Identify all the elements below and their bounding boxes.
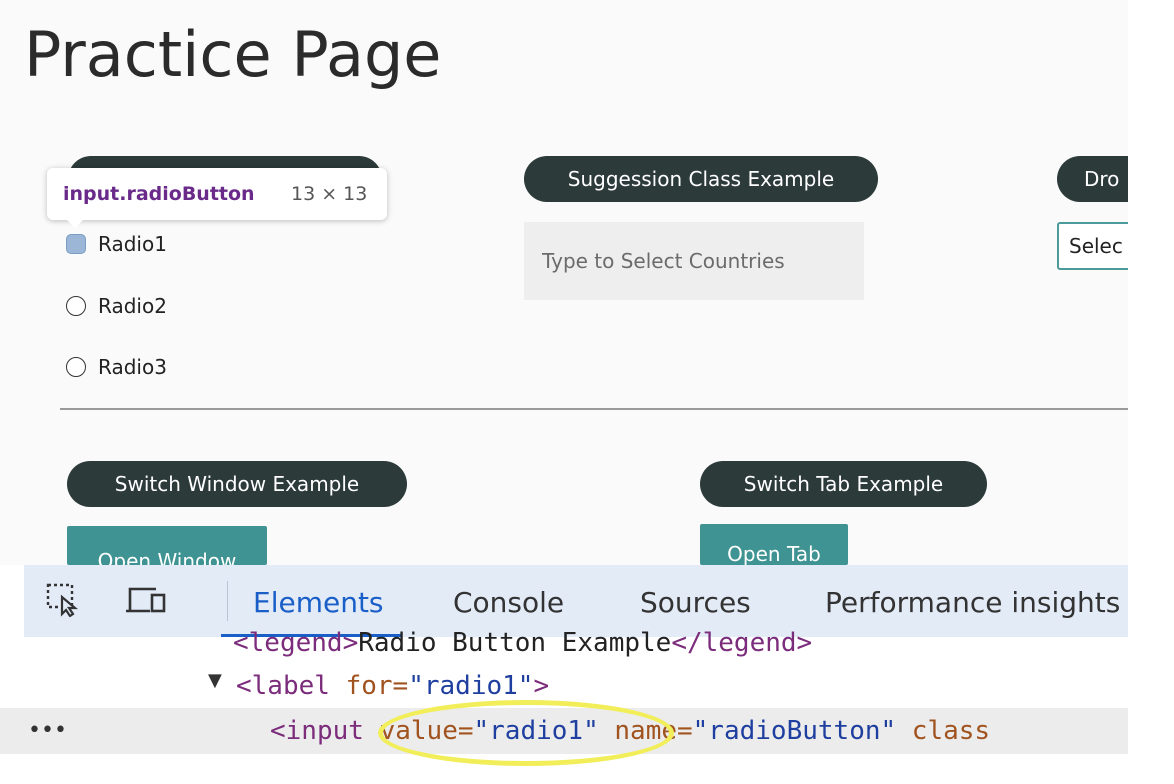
radio-option-1[interactable]: Radio1 xyxy=(66,231,206,257)
more-options-icon[interactable]: ••• xyxy=(28,718,67,743)
device-toolbar-icon[interactable] xyxy=(124,583,166,617)
radio-button-3[interactable] xyxy=(66,357,86,377)
tab-elements[interactable]: Elements xyxy=(253,586,384,619)
inspect-element-icon[interactable] xyxy=(46,583,82,618)
legend-open-tag: <legend> xyxy=(233,628,359,658)
label-for-value: "radio1" xyxy=(408,671,534,701)
input-value-attr: value= xyxy=(363,716,474,746)
radio-button-2[interactable] xyxy=(66,296,86,316)
tooltip-dimensions: 13 × 13 xyxy=(291,183,368,205)
dom-line-input-selected[interactable]: <input value="radio1" name="radioButton"… xyxy=(0,708,1128,754)
tab-performance-insights[interactable]: Performance insights xyxy=(825,586,1121,619)
switch-window-heading: Switch Window Example xyxy=(67,461,407,507)
devtools-toolbar: Elements Console Sources Performance ins… xyxy=(24,565,1128,637)
input-open-tag: <input xyxy=(270,716,364,746)
open-tab-button[interactable]: Open Tab xyxy=(700,524,848,565)
radio-label-1: Radio1 xyxy=(98,232,167,256)
legend-text: Radio Button Example xyxy=(358,628,672,658)
suggestion-heading: Suggession Class Example xyxy=(524,156,878,202)
legend-close-tag: </legend> xyxy=(671,628,813,658)
radio-label-3: Radio3 xyxy=(98,355,167,379)
tooltip-arrow xyxy=(66,219,84,228)
page-title: Practice Page xyxy=(24,18,442,91)
radio-label-2: Radio2 xyxy=(98,294,167,318)
tooltip-selector: input.radioButton xyxy=(63,183,255,205)
right-margin xyxy=(1128,0,1174,784)
input-name-value: "radioButton" xyxy=(692,716,897,746)
radio-option-3[interactable]: Radio3 xyxy=(66,354,206,380)
inspect-tooltip: input.radioButton 13 × 13 xyxy=(47,168,387,220)
practice-page: Practice Page input.radioButton 13 × 13 … xyxy=(24,18,1174,565)
radio-button-1[interactable] xyxy=(66,234,86,254)
toolbar-separator xyxy=(227,581,228,621)
expand-triangle-icon[interactable]: ▼ xyxy=(208,670,222,691)
dom-line-legend[interactable]: <legend>Radio Button Example</legend> xyxy=(0,620,1128,666)
tab-console[interactable]: Console xyxy=(453,586,565,619)
input-name-attr: name= xyxy=(598,716,693,746)
active-tab-indicator xyxy=(221,634,401,637)
switch-tab-heading: Switch Tab Example xyxy=(700,461,987,507)
country-autocomplete-input[interactable] xyxy=(524,222,864,300)
tab-sources[interactable]: Sources xyxy=(640,586,751,619)
label-close-bracket: > xyxy=(533,671,550,701)
dom-line-label[interactable]: <label for="radio1"> xyxy=(0,663,1128,709)
open-window-button[interactable]: Open Window xyxy=(67,526,267,565)
label-for-attr: for= xyxy=(329,671,409,701)
input-value-value: "radio1" xyxy=(473,716,599,746)
radio-option-2[interactable]: Radio2 xyxy=(66,293,206,319)
input-class-attr: class xyxy=(896,716,991,746)
label-open-tag: <label xyxy=(236,671,330,701)
section-divider xyxy=(60,408,1128,410)
